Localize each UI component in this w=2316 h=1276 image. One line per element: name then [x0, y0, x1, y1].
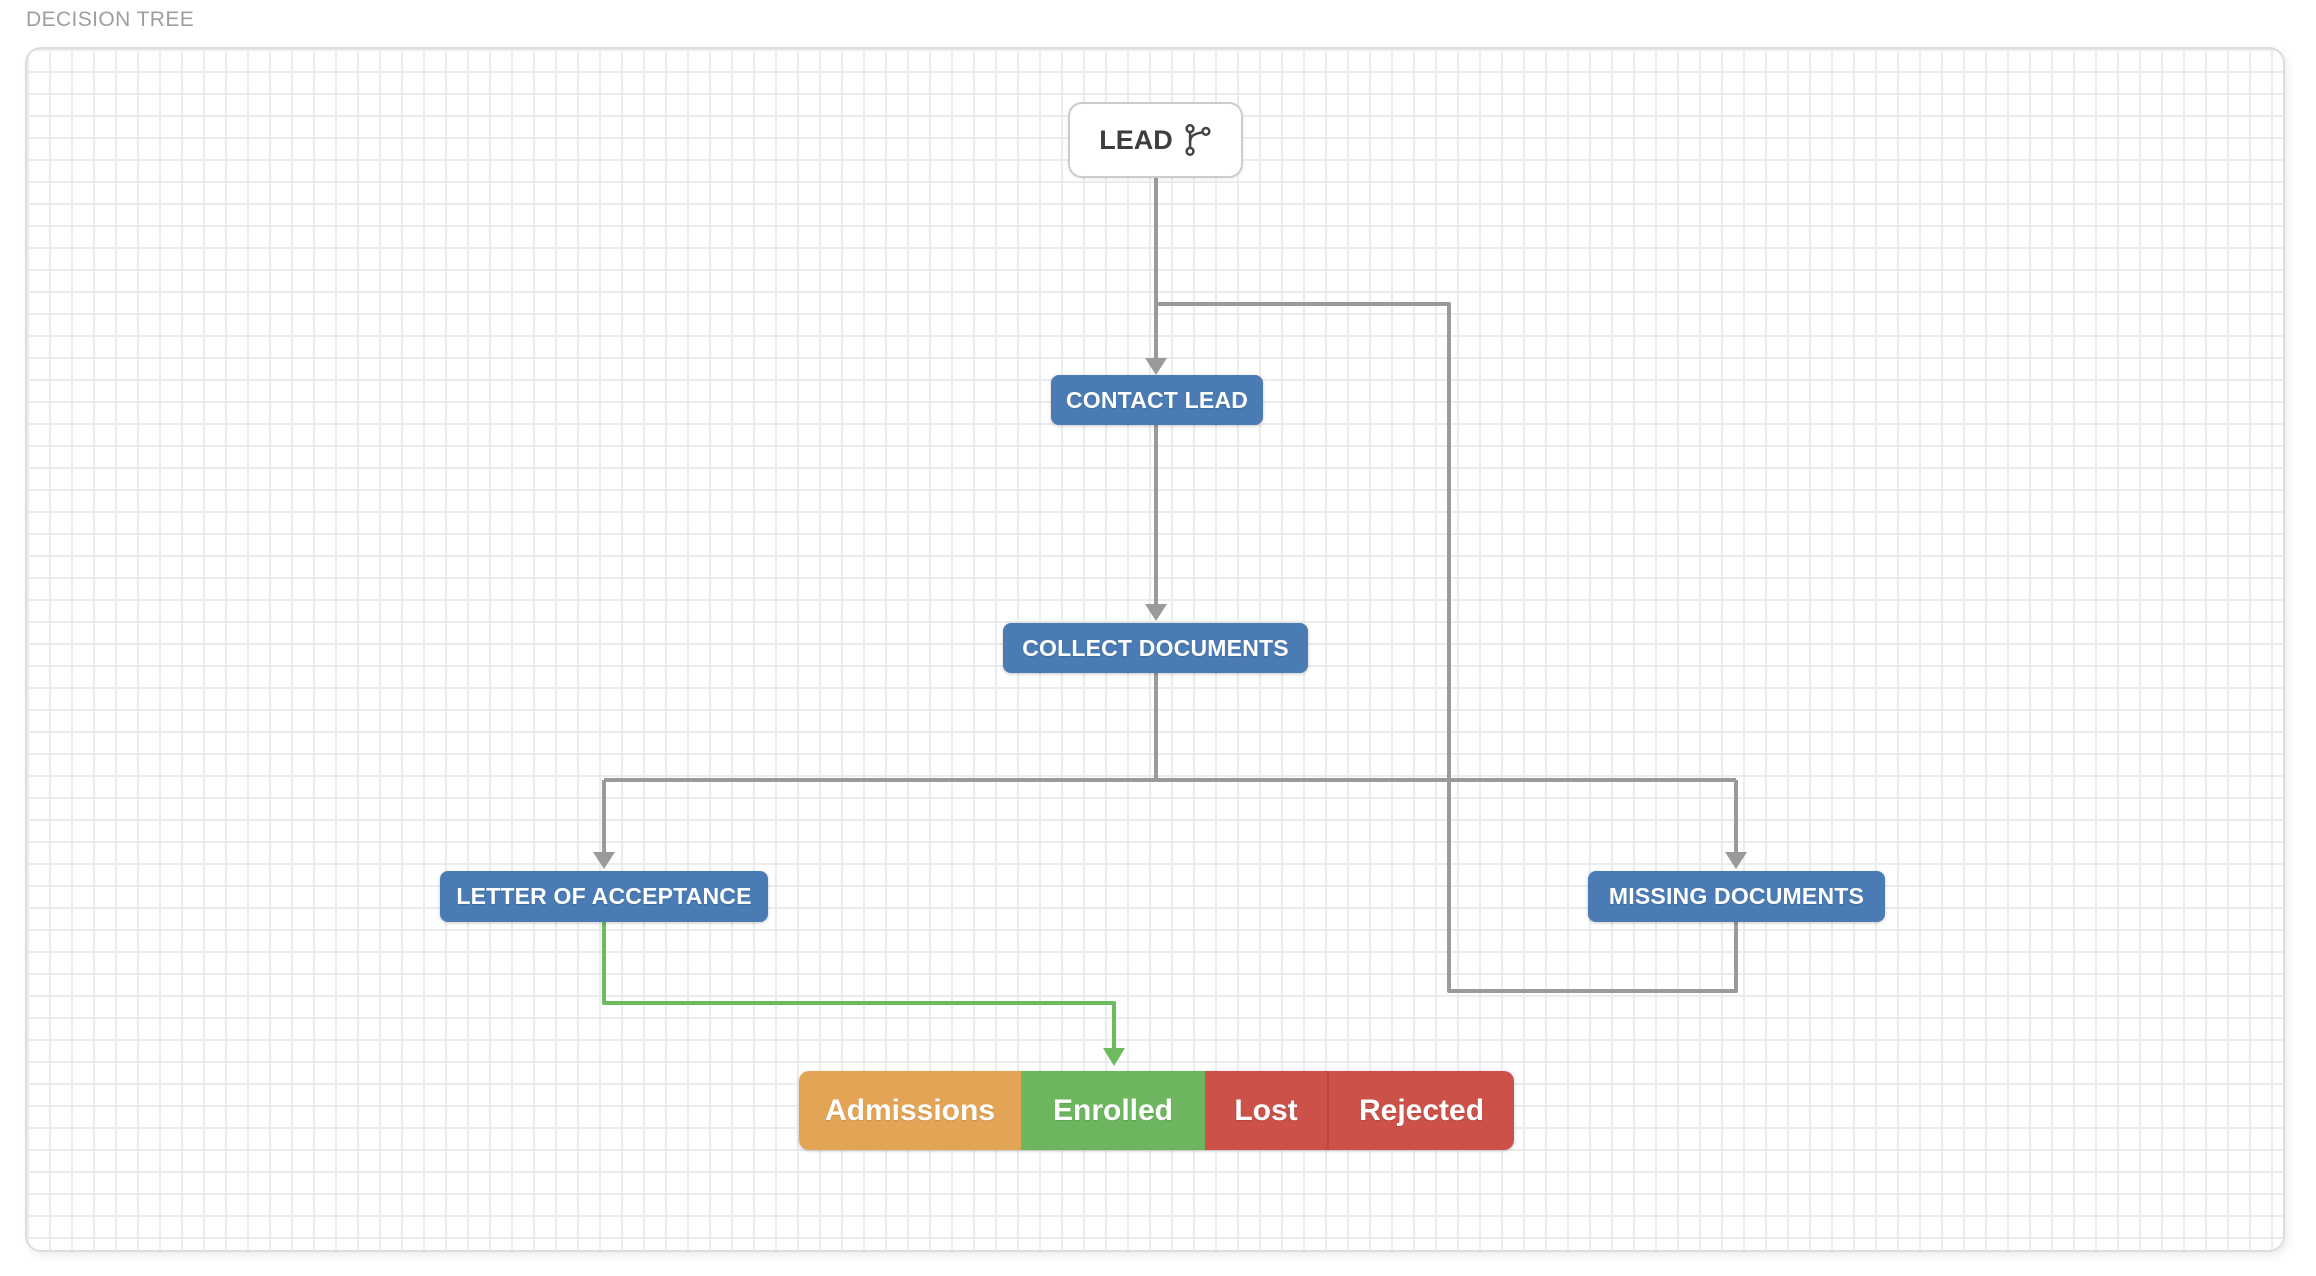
status-enrolled[interactable]: Enrolled — [1021, 1071, 1205, 1150]
node-contact-lead[interactable]: CONTACT LEAD — [1051, 375, 1263, 425]
status-admissions[interactable]: Admissions — [799, 1071, 1021, 1150]
node-contact-lead-label: CONTACT LEAD — [1065, 386, 1249, 413]
node-letter-of-acceptance[interactable]: LETTER OF ACCEPTANCE — [440, 871, 768, 922]
page-title: DECISION TREE — [26, 8, 195, 31]
code-branch-icon — [1184, 123, 1212, 157]
status-lost[interactable]: Lost — [1205, 1071, 1327, 1150]
status-bar: Admissions Enrolled Lost Rejected — [799, 1071, 1514, 1150]
status-lost-label: Lost — [1234, 1093, 1298, 1127]
status-admissions-label: Admissions — [824, 1093, 996, 1127]
node-collect-documents[interactable]: COLLECT DOCUMENTS — [1003, 623, 1308, 673]
status-rejected-label: Rejected — [1358, 1093, 1485, 1127]
node-lead-label: LEAD — [1099, 124, 1173, 155]
node-missing-documents[interactable]: MISSING DOCUMENTS — [1588, 871, 1885, 922]
status-enrolled-label: Enrolled — [1052, 1093, 1173, 1127]
node-collect-documents-label: COLLECT DOCUMENTS — [1022, 634, 1289, 661]
node-lead[interactable]: LEAD — [1068, 102, 1243, 178]
node-letter-of-acceptance-label: LETTER OF ACCEPTANCE — [456, 883, 752, 909]
node-missing-documents-label: MISSING DOCUMENTS — [1608, 883, 1865, 909]
status-rejected[interactable]: Rejected — [1327, 1071, 1514, 1150]
